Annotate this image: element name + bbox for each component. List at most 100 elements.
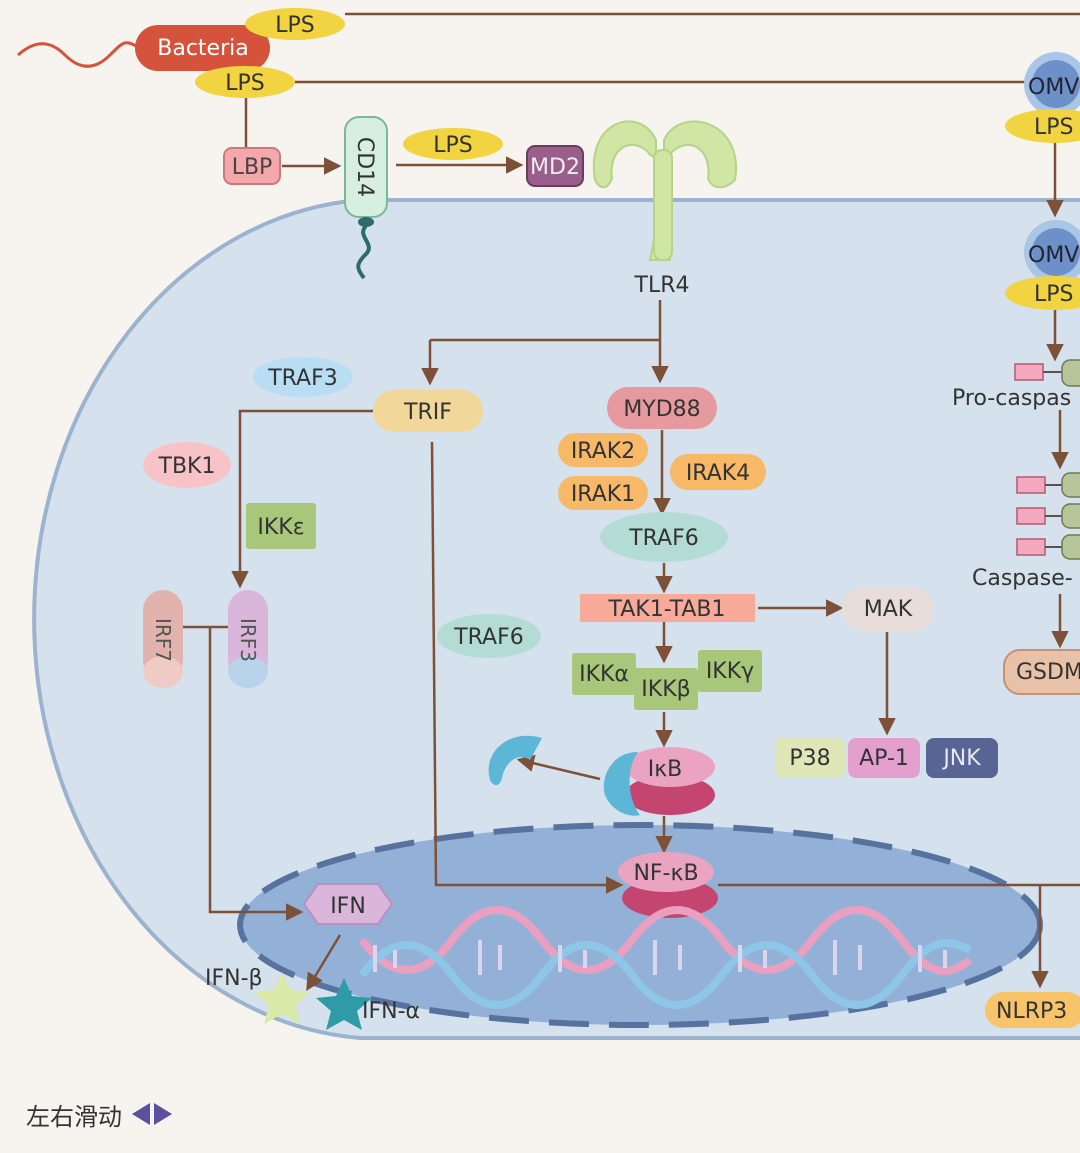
procaspase-label: Pro-caspas [952,386,1071,411]
lps-omv-inner-label: LPS [1034,282,1074,307]
procaspase-pink [1014,363,1044,381]
lps-omv-inner [1005,276,1080,310]
swipe-right-icon[interactable] [154,1103,172,1125]
lps-middle-label: LPS [433,133,473,158]
line-irf-ifn [208,627,304,921]
cd14-anchor [358,217,374,227]
ikke-label: IKKε [257,515,304,540]
arrow-ifn-beta [306,934,342,991]
trif-label: TRIF [403,400,452,425]
tak1-tab1-label: TAK1-TAB1 [608,597,726,622]
traf6-node [600,512,728,562]
nlrp3-label: NLRP3 [996,999,1067,1024]
myd88-node [607,387,717,429]
arrow-ikb-degrade [516,754,601,781]
caspase-label: Caspase- [972,566,1073,591]
ikkb-node [634,668,698,710]
tbk1-label: TBK1 [158,454,216,479]
dna-helix [358,906,973,1009]
swipe-left-icon[interactable] [132,1103,150,1125]
tak1-tab1-node [580,594,755,622]
cd14-label: CD14 [352,137,377,197]
gsdm-node [1003,649,1080,695]
ikka-label: IKKα [579,662,629,687]
ikb-label: IκB [648,757,683,782]
swipe-arrows [132,1103,172,1125]
mak-label: MAK [864,597,913,622]
nfkb-label: NF-κB [633,861,698,886]
jnk-label: JNK [941,746,981,771]
omv-outer-core [1032,60,1080,108]
ap1-node [848,738,920,778]
traf3-label: TRAF3 [267,366,338,391]
traf6-secondary-node [437,614,541,658]
traf6-secondary-label: TRAF6 [453,625,524,650]
mak-node [842,587,934,631]
bacteria-flagellum [17,41,141,68]
tlr4-stem [653,149,673,261]
traf3-node [253,357,353,397]
ifn-beta-label: IFN-β [205,966,263,991]
md2-box [526,145,584,187]
ifn-label: IFN [330,894,366,919]
ifn-beta-star [254,972,310,1024]
irf3-label: IRF3 [236,618,260,662]
irf7-label: IRF7 [151,618,175,662]
nlrp3-node [985,992,1080,1028]
irf3-node [228,590,268,680]
swipe-hint-label: 左右滑动 [26,1102,122,1131]
ikb-node [625,747,715,787]
bacteria-body [135,25,270,71]
lps-middle [403,128,503,160]
irf7-node [143,590,183,680]
ikb-cap [603,752,640,816]
tbk1-node [143,442,231,488]
omv-outer-label: OMV [1028,75,1079,100]
omv-inner-label: OMV [1028,243,1079,268]
ifn-node [302,883,394,925]
lps-top [245,8,345,40]
irak1-label: IRAK1 [571,482,635,507]
tlr4-label: TLR4 [634,273,690,298]
myd88-label: MYD88 [623,397,700,422]
ikkg-node [698,650,762,692]
lps-top-label: LPS [275,13,315,38]
line-trif-nfkb [430,441,624,894]
ifn-alpha-label: IFN-α [362,999,420,1024]
irak2-node [558,433,648,467]
irf7-base [143,656,183,688]
cd14-tail [356,224,371,280]
md2-label: MD2 [530,155,580,180]
irak2-label: IRAK2 [571,439,635,464]
ikka-node [572,653,636,695]
lbp-label: LBP [232,155,273,180]
jnk-node [926,738,998,778]
irak4-node [670,454,766,490]
ikkb-label: IKKβ [641,677,690,702]
irak4-label: IRAK4 [686,461,750,486]
irak1-node [558,476,648,510]
ap1-label: AP-1 [859,746,909,771]
lps-omv-outer [1005,109,1080,143]
p38-label: P38 [789,746,830,771]
p38-node [775,738,845,778]
omv-inner-core [1032,228,1080,276]
lps-omv-outer-label: LPS [1034,115,1074,140]
swipe-hint[interactable]: 左右滑动 [26,1096,172,1132]
lps-second [195,66,295,98]
bacteria-label: Bacteria [157,36,248,61]
ikkg-label: IKKγ [706,659,754,684]
line-trif-irf3 [231,409,373,589]
trif-node [373,390,483,432]
gsdm-label: GSDM [1016,660,1080,685]
caspase-stack [1016,472,1080,560]
lbp-box [223,147,281,185]
procaspase-green [1061,359,1080,387]
ikke-node [246,503,316,549]
cell-membrane [32,198,1080,1040]
traf6-label: TRAF6 [628,526,699,551]
irf3-base [228,656,268,688]
nfkb-node [618,852,714,892]
